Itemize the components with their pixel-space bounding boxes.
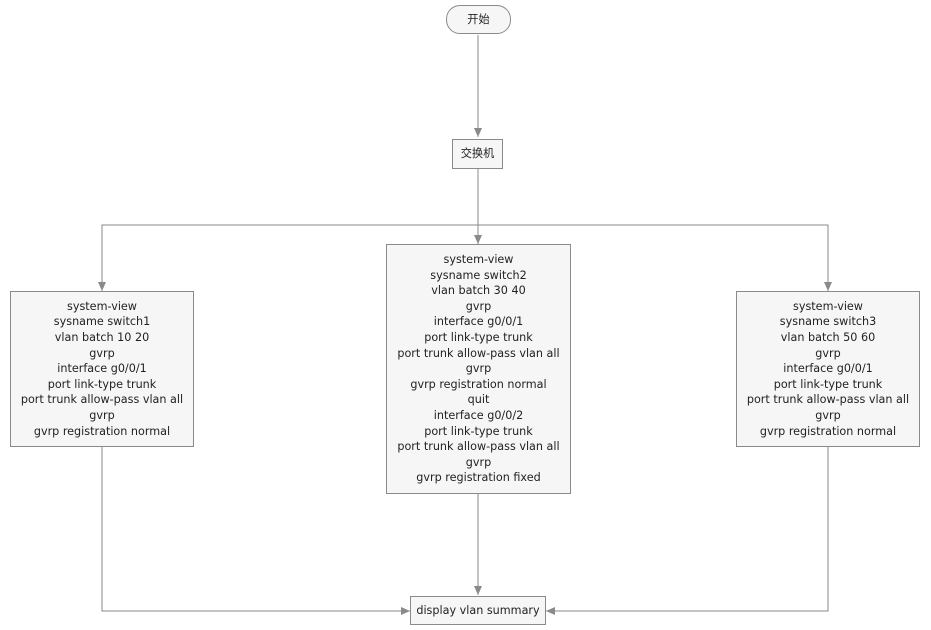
config-line: port link-type trunk <box>424 424 533 438</box>
config-line: sysname switch2 <box>430 268 527 282</box>
config-line: gvrp <box>465 299 492 313</box>
config-line: gvrp registration normal <box>410 377 547 391</box>
config-line: port trunk allow-pass vlan all <box>397 440 560 454</box>
switch3-config-box: system-view sysname switch3 vlan batch 50 … <box>736 291 920 447</box>
config-line: interface g0/0/2 <box>433 408 524 422</box>
config-line: sysname switch3 <box>779 315 877 329</box>
config-line: system-view <box>67 299 137 313</box>
switch1-config-box: system-view sysname switch1 vlan batch 10 … <box>10 291 194 447</box>
config-line: gvrp registration normal <box>759 424 897 438</box>
config-line: port trunk allow-pass vlan all <box>397 346 560 360</box>
config-line: quit <box>467 393 490 407</box>
edge-switch3-to-end <box>546 447 829 615</box>
config-line: interface g0/0/1 <box>57 362 147 376</box>
config-line: interface g0/0/1 <box>433 315 524 329</box>
config-line: gvrp registration normal <box>33 424 171 438</box>
config-line: port link-type trunk <box>773 377 883 391</box>
config-line: gvrp <box>465 362 492 376</box>
config-line: system-view <box>793 299 863 313</box>
switch-label: 交换机 <box>460 147 495 161</box>
config-line: gvrp <box>89 346 115 360</box>
config-line: vlan batch 30 40 <box>431 284 526 298</box>
config-line: port trunk allow-pass vlan all <box>20 393 184 407</box>
edge-switch-to-switch1 <box>98 224 478 291</box>
config-line: gvrp <box>815 408 841 422</box>
config-line: gvrp <box>89 408 115 422</box>
config-line: port link-type trunk <box>424 331 533 345</box>
config-line: system-view <box>443 253 514 267</box>
end-label: display vlan summary <box>416 603 540 617</box>
end-node: display vlan summary <box>410 596 546 625</box>
switch-node: 交换机 <box>452 139 503 169</box>
config-line: port link-type trunk <box>47 377 157 391</box>
config-line: vlan batch 10 20 <box>54 331 150 345</box>
start-node: 开始 <box>446 5 511 34</box>
edge-switch1-to-end <box>101 447 410 615</box>
edge-switch-to-switch3 <box>478 224 832 291</box>
config-line: sysname switch1 <box>53 315 151 329</box>
config-line: gvrp <box>815 346 841 360</box>
config-line: gvrp registration fixed <box>416 471 541 485</box>
config-line: interface g0/0/1 <box>783 362 873 376</box>
config-line: gvrp <box>465 455 492 469</box>
start-label: 开始 <box>467 12 490 26</box>
config-line: port trunk allow-pass vlan all <box>746 393 910 407</box>
config-line: vlan batch 50 60 <box>780 331 876 345</box>
